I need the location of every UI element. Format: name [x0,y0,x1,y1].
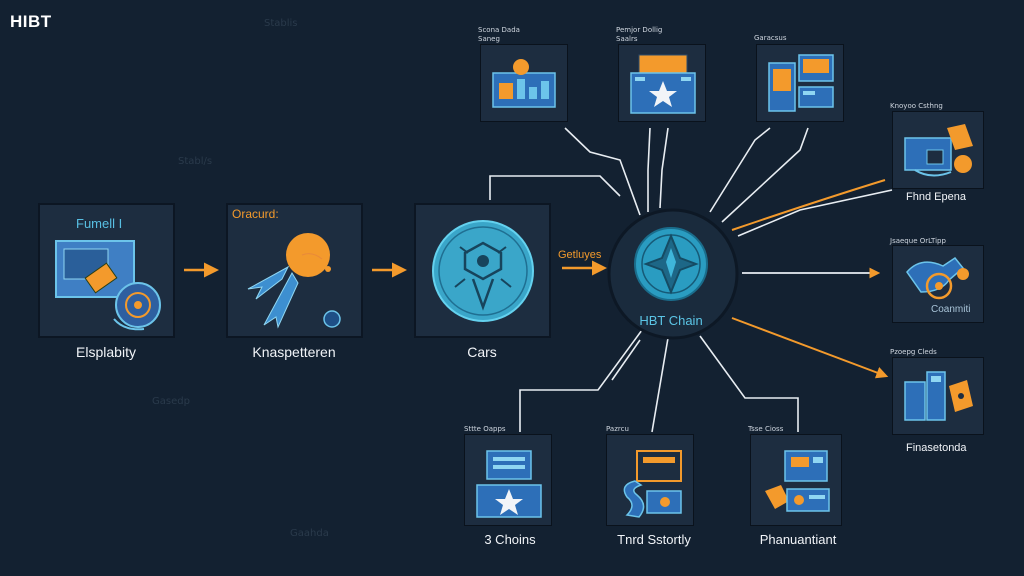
terminal-star-icon [476,450,542,518]
pipeline-node-2[interactable]: Oracurd: [226,203,363,338]
line-hub-left-low [611,339,641,381]
pipeline-node-3-label: Cars [467,344,497,360]
line-to-top-2b [659,127,669,209]
line-to-bottom-1 [519,329,643,432]
top-node-1[interactable] [480,44,568,122]
bottom-node-2[interactable] [606,434,694,526]
pipeline-node-1[interactable]: Fumell I [38,203,175,338]
right-node-1-caption: Knoyoo Csthng [890,102,943,110]
bottom-node-1[interactable] [464,434,552,526]
watermark: Stablis [264,18,298,29]
right-node-2-caption: Jsaeque OrLTipp [890,237,946,245]
top-node-2[interactable] [618,44,706,122]
top-node-1-caption: Scona Dada Saneg [478,26,520,43]
brand-logo: HIBT [10,12,52,31]
right-node-3[interactable] [892,357,984,435]
bottom-node-1-label: 3 Choins [484,532,536,547]
comet-icon [247,233,341,329]
top-node-2-caption: Pemjor Dollig Saalrs [616,26,663,43]
right-node-1[interactable] [892,111,984,189]
hub-label: HBT Chain [639,313,703,328]
line-to-top-3 [709,127,771,213]
workstation-icon [765,450,830,512]
right-node-1-label: Fhnd Epena [906,191,966,203]
wallet-icon [904,124,973,177]
coin-emblem-icon [432,220,534,322]
gateway-label: Getluyes [558,249,602,261]
line-to-top-4 [721,127,809,223]
line-to-right-1 [731,179,886,231]
pipeline-node-1-label: Elsplabity [76,344,136,360]
watermark: Stabl/s [178,156,213,167]
watermark: Gaahda [290,528,329,539]
payment-icon [623,450,682,518]
line-to-bottom-3 [699,335,799,432]
pipeline-node-2-label: Knaspetteren [252,344,336,360]
top-node-3-caption: Garacsus [754,34,787,42]
commit-gears-icon [906,256,969,300]
bottom-node-1-caption: Sttte Oapps [464,425,506,433]
right-node-2[interactable]: Coanmiti [892,245,984,323]
server-rack-icon [630,54,696,114]
node-inner-label: Fumell I [76,216,123,231]
node-inner-label: Coanmiti [931,304,971,315]
bottom-node-3-caption: Tsse Cioss [748,425,784,433]
devices-icon [768,54,834,112]
line-to-right-3 [731,317,889,379]
bottom-node-3[interactable] [750,434,842,526]
pipeline-node-3[interactable] [414,203,551,338]
line-to-top-1 [564,127,641,216]
line-to-bottom-2 [651,337,669,433]
finance-tools-icon [904,371,973,421]
bottom-node-3-label: Phanuantiant [759,532,837,547]
right-node-3-caption: Pzoepg Cleds [890,348,937,356]
right-node-3-label: Finasetonda [906,442,967,454]
node-inner-label: Oracurd: [232,207,279,221]
top-node-3[interactable] [756,44,844,122]
dashboard-icon [55,240,161,331]
analytics-panel-icon [492,59,556,108]
bottom-node-2-label: Tnrd Sstortly [617,532,691,547]
line-hub-right-top [737,189,893,237]
line-hub-top-left [489,175,621,200]
line-to-top-2a [647,127,651,212]
hub-node[interactable] [607,206,739,342]
watermark: Gasedp [152,396,190,407]
bottom-node-2-caption: Pazrcu [606,425,629,433]
